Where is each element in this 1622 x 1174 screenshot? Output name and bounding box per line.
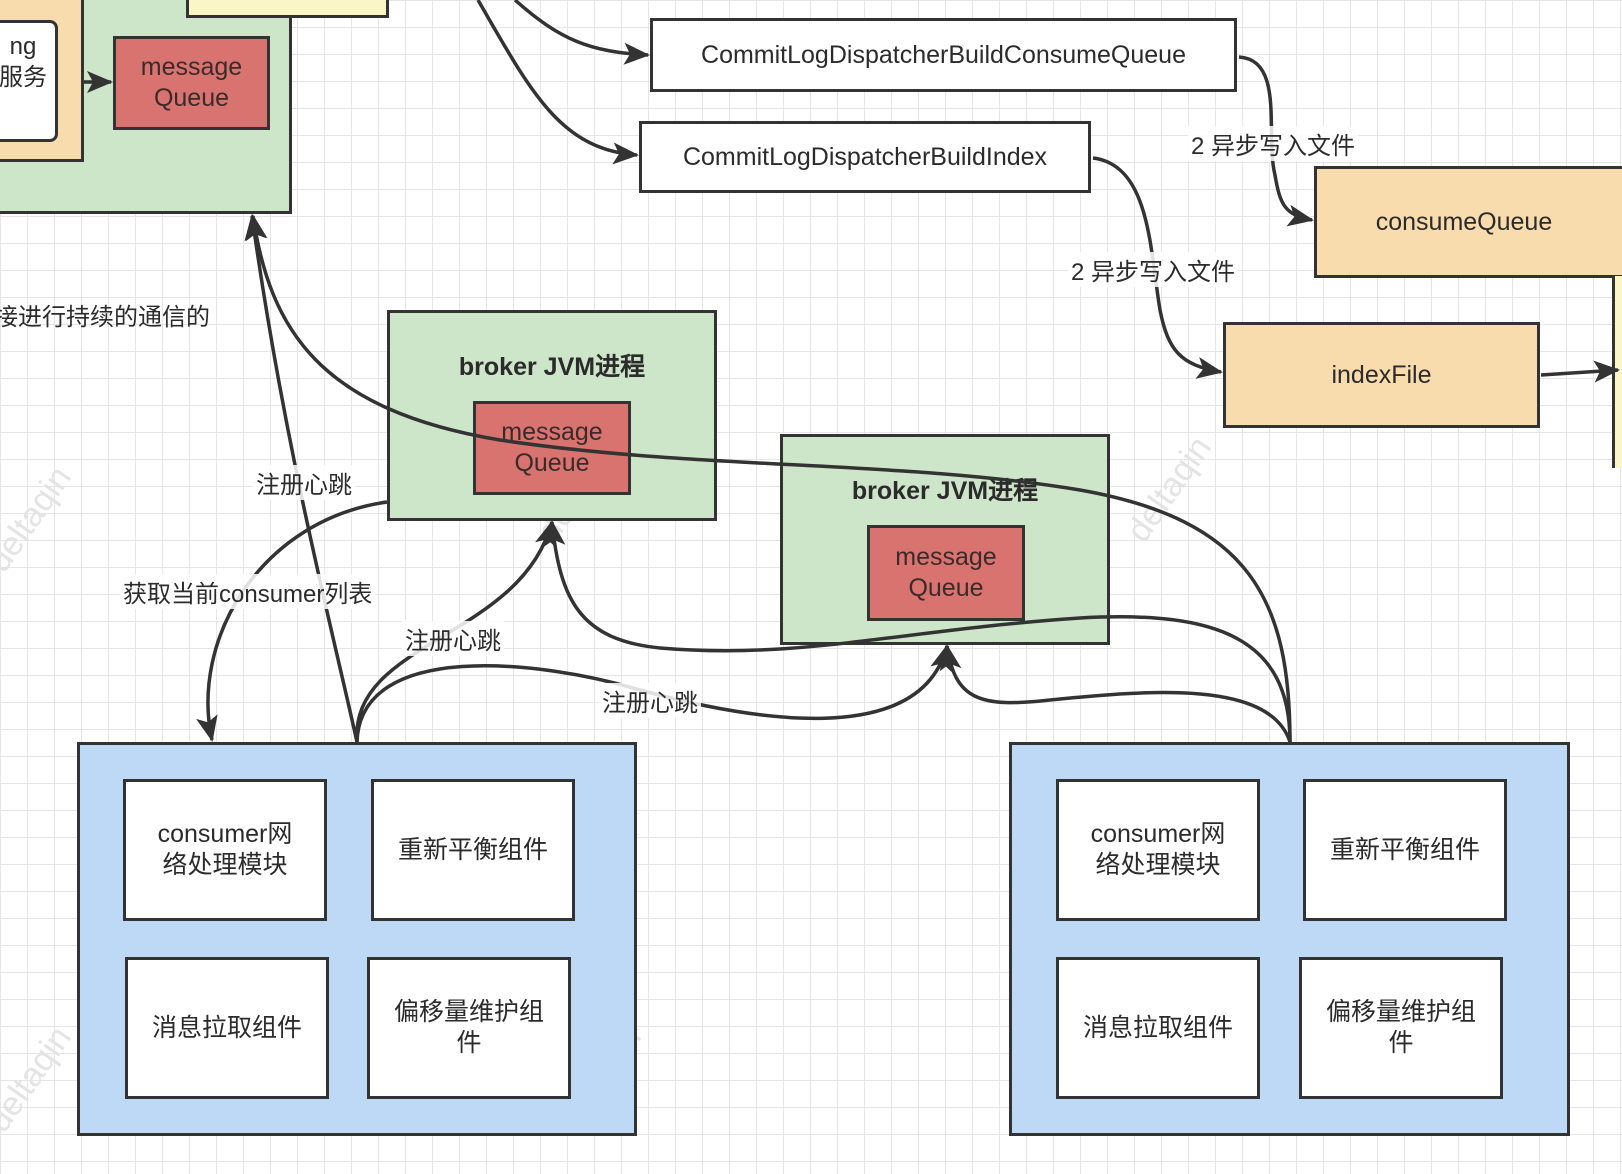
index-file: indexFile xyxy=(1223,322,1540,428)
dispatcher-build-consume-queue: CommitLogDispatcherBuildConsumeQueue xyxy=(650,18,1237,92)
arrow-async-write-index-file xyxy=(1092,156,1223,379)
label-async-write-consume-queue: 2 异步写入文件 xyxy=(1188,126,1359,161)
dispatcher-build-consume-queue-label: CommitLogDispatcherBuildConsumeQueue xyxy=(701,40,1186,69)
service-text-line-1: ng xyxy=(9,33,37,60)
label-async-write-index-file: 2 异步写入文件 xyxy=(1068,252,1239,287)
arrow-to-build-index xyxy=(476,0,639,165)
dispatcher-build-index-label: CommitLogDispatcherBuildIndex xyxy=(682,142,1048,171)
arrow-to-build-consume-queue xyxy=(513,0,650,65)
consumer-1: consumer网络处理模块 重新平衡组件 消息拉取组件 偏移量维护组件 xyxy=(77,742,637,1136)
label-register-heartbeat-left: 注册心跳 xyxy=(253,465,355,500)
arrow-right-consumer-to-broker2 xyxy=(939,644,1292,743)
consumer-1-pull-module: 消息拉取组件 xyxy=(125,957,329,1099)
consumer-2-rebalance-module: 重新平衡组件 xyxy=(1303,779,1507,921)
dispatcher-build-index: CommitLogDispatcherBuildIndex xyxy=(639,121,1091,193)
consumer-2-network-module: consumer网络处理模块 xyxy=(1056,779,1260,921)
consumer-2-pull-module: 消息拉取组件 xyxy=(1056,957,1260,1099)
label-register-heartbeat-broker1: 注册心跳 xyxy=(402,621,504,656)
label-register-heartbeat-broker2: 注册心跳 xyxy=(599,683,701,718)
consumer-1-rebalance-module: 重新平衡组件 xyxy=(371,779,575,921)
consumer-2-offset-module: 偏移量维护组件 xyxy=(1299,957,1503,1099)
consumer-1-network-module: consumer网络处理模块 xyxy=(123,779,327,921)
service-text-line-2: 服务 xyxy=(0,64,47,91)
top-left-service-box: ng 服务 xyxy=(0,20,58,142)
label-get-consumer-list: 获取当前consumer列表 xyxy=(120,574,376,609)
partial-comm-text: 接进行持续的通信的 xyxy=(0,304,210,331)
arrow-right-consumer-to-broker1 xyxy=(543,520,1292,743)
top-left-yellow-box xyxy=(186,0,389,18)
arrow-get-consumer-list xyxy=(196,500,388,742)
arrow-register-heartbeat-left xyxy=(244,214,359,743)
broker-1-title: broker JVM进程 xyxy=(458,353,646,381)
consume-queue-file: consumeQueue xyxy=(1314,166,1622,278)
arrow-async-write-consume-queue xyxy=(1238,55,1314,227)
arrow-right-consumer-to-top-left xyxy=(245,214,1292,743)
consumer-2: consumer网络处理模块 重新平衡组件 消息拉取组件 偏移量维护组件 xyxy=(1009,742,1570,1136)
consumer-1-offset-module: 偏移量维护组件 xyxy=(367,957,571,1099)
arrow-index-file-out xyxy=(1540,360,1620,383)
